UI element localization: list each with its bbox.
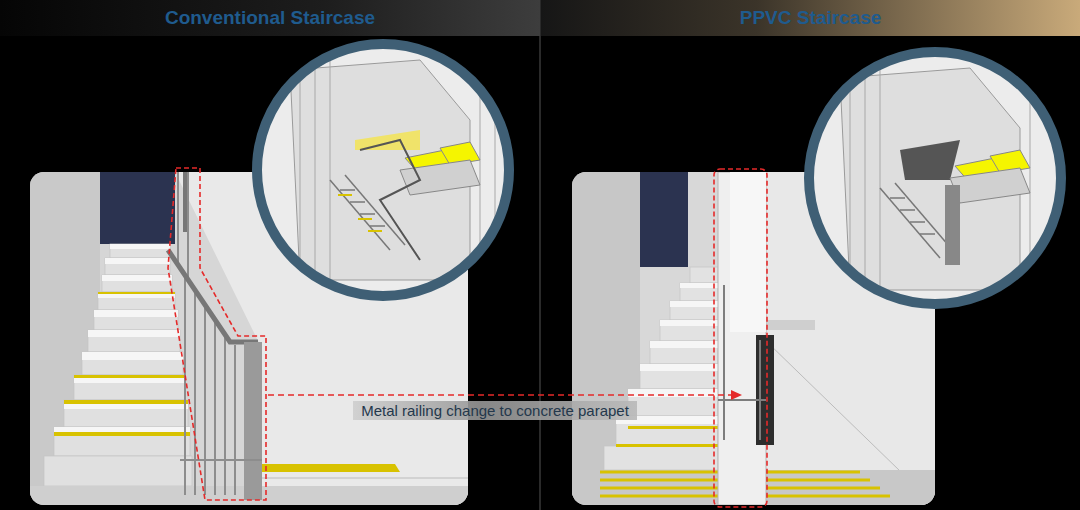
panel-title: PPVC Staircase — [740, 7, 882, 29]
callout-note: Metal railing change to concrete parapet — [353, 401, 637, 420]
header-band: Conventional Staircase — [0, 0, 540, 36]
header-band: PPVC Staircase — [541, 0, 1080, 36]
panel-title: Conventional Staircase — [165, 7, 375, 29]
